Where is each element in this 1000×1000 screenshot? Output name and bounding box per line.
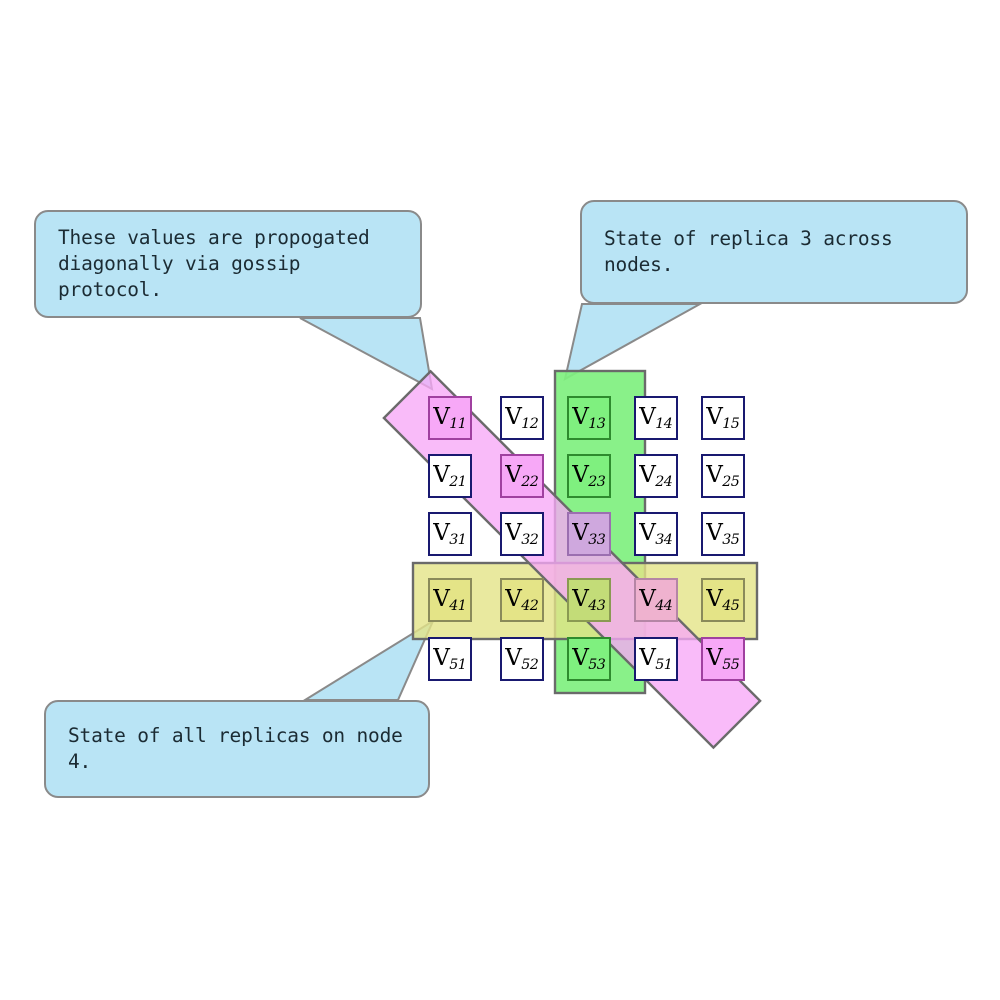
callout-node-4-text: State of all replicas on node 4. xyxy=(68,723,403,773)
grid-cell-v11[interactable]: V11 xyxy=(428,396,472,440)
grid-cell-v32[interactable]: V32 xyxy=(500,512,544,556)
grid-cell-label: V35 xyxy=(706,519,740,549)
grid-cell-v45[interactable]: V45 xyxy=(701,578,745,622)
grid-cell-label: V25 xyxy=(706,461,740,491)
grid-cell-label: V41 xyxy=(433,585,467,615)
grid-cell-label: V15 xyxy=(706,403,740,433)
grid-cell-label: V43 xyxy=(572,585,606,615)
grid-cell-v25[interactable]: V25 xyxy=(701,454,745,498)
grid-cell-v52[interactable]: V52 xyxy=(500,637,544,681)
grid-cell-label: V51 xyxy=(433,644,467,674)
grid-cell-v12[interactable]: V12 xyxy=(500,396,544,440)
grid-cell-v21[interactable]: V21 xyxy=(428,454,472,498)
grid-cell-label: V45 xyxy=(706,585,740,615)
callout-node-4[interactable]: State of all replicas on node 4. xyxy=(44,700,430,798)
callout-tail-gossip xyxy=(299,317,434,391)
grid-cell-v31[interactable]: V31 xyxy=(428,512,472,556)
grid-cell-label: V21 xyxy=(433,461,467,491)
grid-cell-v42[interactable]: V42 xyxy=(500,578,544,622)
callout-tail-replica3 xyxy=(563,303,704,381)
grid-cell-label: V32 xyxy=(505,519,539,549)
grid-cell-v15[interactable]: V15 xyxy=(701,396,745,440)
grid-cell-v43[interactable]: V43 xyxy=(567,578,611,622)
grid-cell-label: V14 xyxy=(639,403,673,433)
grid-cell-label: V55 xyxy=(706,644,740,674)
grid-cell-v41[interactable]: V41 xyxy=(428,578,472,622)
grid-cell-label: V11 xyxy=(433,403,467,433)
grid-cell-label: V22 xyxy=(505,461,539,491)
callout-replica-3-text: State of replica 3 across nodes. xyxy=(604,226,893,276)
grid-cell-v53[interactable]: V53 xyxy=(567,637,611,681)
grid-cell-label: V24 xyxy=(639,461,673,491)
grid-cell-label: V23 xyxy=(572,461,606,491)
callout-gossip-protocol[interactable]: These values are propogated diagonally v… xyxy=(34,210,422,318)
grid-cell-label: V53 xyxy=(572,644,606,674)
grid-cell-v13[interactable]: V13 xyxy=(567,396,611,440)
grid-cell-v35[interactable]: V35 xyxy=(701,512,745,556)
grid-cell-label: V34 xyxy=(639,519,673,549)
grid-cell-label: V31 xyxy=(433,519,467,549)
grid-cell-label: V52 xyxy=(505,644,539,674)
callout-replica-3[interactable]: State of replica 3 across nodes. xyxy=(580,200,968,304)
callout-gossip-text: These values are propogated diagonally v… xyxy=(58,225,370,302)
grid-cell-v14[interactable]: V14 xyxy=(634,396,678,440)
grid-cell-label: V13 xyxy=(572,403,606,433)
grid-cell-v55[interactable]: V55 xyxy=(701,637,745,681)
grid-cell-v33[interactable]: V33 xyxy=(567,512,611,556)
grid-cell-v24[interactable]: V24 xyxy=(634,454,678,498)
grid-cell-label: V33 xyxy=(572,519,606,549)
grid-cell-v51[interactable]: V51 xyxy=(428,637,472,681)
grid-cell-v23[interactable]: V23 xyxy=(567,454,611,498)
grid-cell-v22[interactable]: V22 xyxy=(500,454,544,498)
grid-cell-label: V44 xyxy=(639,585,673,615)
grid-cell-label: V42 xyxy=(505,585,539,615)
grid-cell-v34[interactable]: V34 xyxy=(634,512,678,556)
grid-cell-v44[interactable]: V44 xyxy=(634,578,678,622)
grid-cell-label: V51 xyxy=(639,644,673,674)
grid-cell-v54[interactable]: V51 xyxy=(634,637,678,681)
grid-cell-label: V12 xyxy=(505,403,539,433)
